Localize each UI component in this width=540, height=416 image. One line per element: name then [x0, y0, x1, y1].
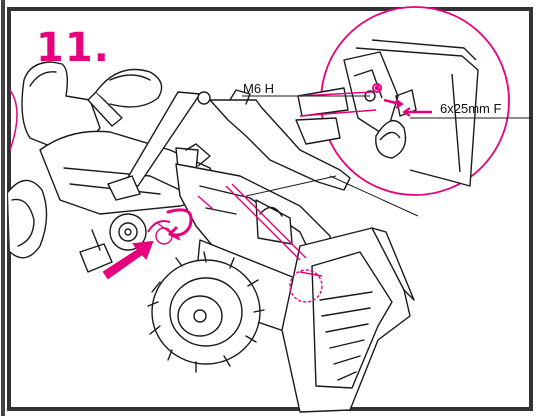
tractor-drawing	[7, 61, 415, 413]
adjacent-callout-arc	[9, 89, 18, 151]
step-number: 11.	[36, 25, 110, 71]
callout-connector	[329, 175, 419, 217]
nut-label: M6 H	[243, 81, 275, 96]
insert-arrow-icon	[102, 240, 154, 280]
bolt-label: 6x25mm F	[440, 101, 502, 116]
rotate-arrow-icon	[166, 208, 193, 240]
nut-icon	[372, 83, 382, 93]
callout-connector	[245, 175, 337, 197]
detail-drawing	[295, 39, 479, 187]
detail-highlights	[299, 83, 432, 117]
